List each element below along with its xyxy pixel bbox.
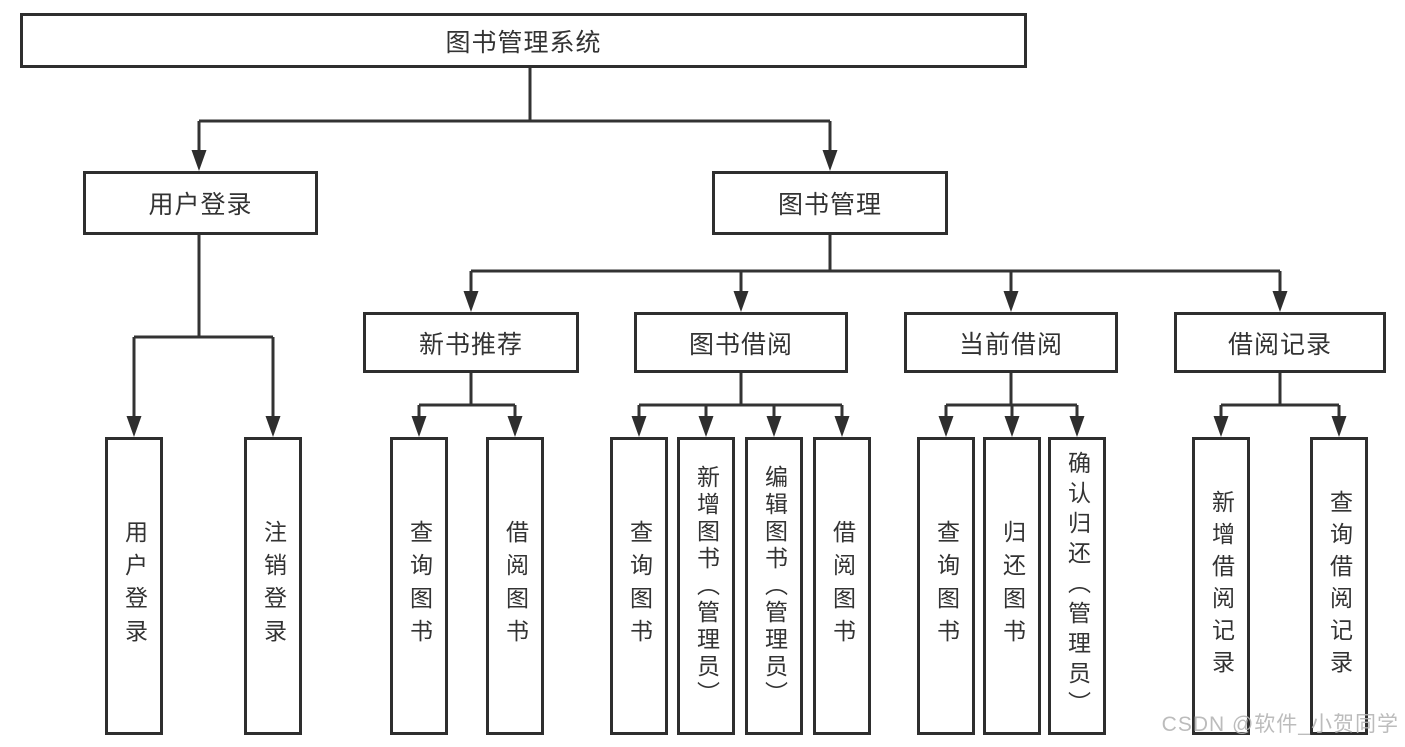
node-label: 查询借阅记录 bbox=[1326, 490, 1353, 682]
node-edit-books-admin: 编辑图书（管理员） bbox=[745, 437, 803, 735]
node-label: 查询图书 bbox=[406, 520, 433, 652]
node-query-borrow-record: 查询借阅记录 bbox=[1310, 437, 1368, 735]
node-label: 归还图书 bbox=[999, 520, 1026, 652]
node-label: 图书管理系统 bbox=[445, 28, 602, 57]
node-query-books: 查询图书 bbox=[917, 437, 975, 735]
csdn-watermark: CSDN @软件_小贺同学 bbox=[1161, 713, 1399, 736]
node-user-login-leaf: 用户登录 bbox=[105, 437, 163, 735]
node-query-books: 查询图书 bbox=[390, 437, 448, 735]
node-return-books: 归还图书 bbox=[983, 437, 1041, 735]
node-label: 借阅图书 bbox=[829, 520, 856, 652]
node-new-book-recommend: 新书推荐 bbox=[363, 312, 579, 373]
node-label: 新增图书（管理员） bbox=[693, 464, 720, 708]
node-label: 当前借阅 bbox=[958, 330, 1063, 359]
node-confirm-return-admin: 确认归还（管理员） bbox=[1048, 437, 1106, 735]
node-label: 查询图书 bbox=[626, 520, 653, 652]
node-book-management: 图书管理 bbox=[712, 171, 948, 235]
node-label: 新书推荐 bbox=[418, 330, 523, 359]
node-label: 图书管理 bbox=[777, 191, 882, 219]
node-add-borrow-record: 新增借阅记录 bbox=[1192, 437, 1250, 735]
node-label: 借阅记录 bbox=[1227, 330, 1332, 359]
node-label: 用户登录 bbox=[148, 191, 253, 219]
node-book-borrow: 图书借阅 bbox=[634, 312, 848, 373]
node-logout: 注销登录 bbox=[244, 437, 302, 735]
node-current-borrow: 当前借阅 bbox=[904, 312, 1118, 373]
node-label: 编辑图书（管理员） bbox=[761, 464, 788, 708]
node-label: 新增借阅记录 bbox=[1208, 490, 1235, 682]
node-user-login: 用户登录 bbox=[83, 171, 318, 235]
node-label: 图书借阅 bbox=[688, 330, 793, 359]
node-label: 确认归还（管理员） bbox=[1064, 451, 1091, 721]
node-label: 注销登录 bbox=[260, 520, 287, 652]
node-add-books-admin: 新增图书（管理员） bbox=[677, 437, 735, 735]
node-query-books: 查询图书 bbox=[610, 437, 668, 735]
node-system-root: 图书管理系统 bbox=[20, 13, 1027, 68]
node-label: 用户登录 bbox=[121, 520, 148, 652]
node-borrow-books: 借阅图书 bbox=[486, 437, 544, 735]
node-label: 查询图书 bbox=[933, 520, 960, 652]
node-borrow-records: 借阅记录 bbox=[1174, 312, 1386, 373]
node-borrow-books: 借阅图书 bbox=[813, 437, 871, 735]
node-label: 借阅图书 bbox=[502, 520, 529, 652]
